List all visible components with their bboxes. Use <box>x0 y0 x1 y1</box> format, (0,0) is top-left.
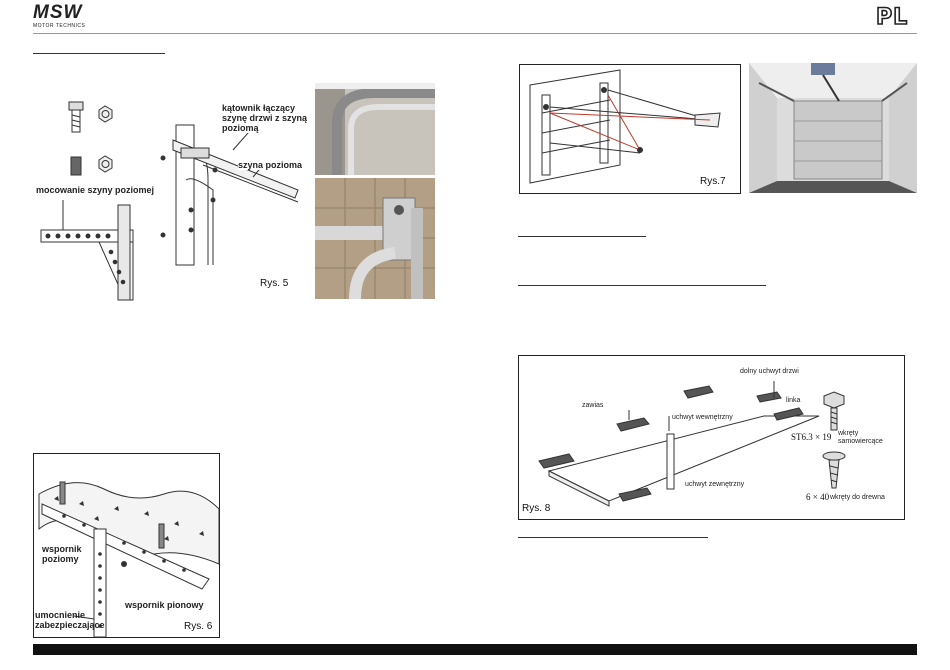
language-badge: PL <box>875 4 909 31</box>
photo-rail-corner-drawing <box>315 83 435 175</box>
label-screw2: wkręty do drewna <box>830 494 885 501</box>
section-heading-underline-4 <box>518 537 708 538</box>
logo-subtext: MOTOR TECHNICS <box>33 23 86 29</box>
label-cable: linka <box>786 397 801 404</box>
label-screw2-size: 6 × 40 <box>806 492 830 502</box>
rys7-drawing <box>529 69 721 184</box>
photo-rail-bracket-drawing <box>315 178 435 300</box>
caption-rys5: Rys. 5 <box>260 278 289 289</box>
figure-rys7 <box>519 64 741 194</box>
label-bottom-handle: dolny uchwyt drzwi <box>740 368 799 375</box>
rys5-drawing <box>40 101 299 301</box>
label-horizontal-support: wspornik poziomy <box>42 544 82 564</box>
label-rail-mount: mocowanie szyny poziomej <box>36 185 155 195</box>
footer-bar <box>33 644 917 655</box>
figure-rys8 <box>518 355 905 520</box>
logo-text: MSW <box>33 2 83 23</box>
photo-rail-bracket <box>315 178 435 300</box>
label-connector: kątownik łączący szynę drzwi z szyną poz… <box>222 103 314 133</box>
label-screw1: wkręty samowiercące <box>838 430 883 445</box>
label-vertical-support: wspornik pionowy <box>125 600 204 610</box>
label-horizontal-support-text: wspornik poziomy <box>42 544 82 564</box>
section-heading-underline <box>33 53 165 54</box>
label-horizontal-rail: szyna pozioma <box>238 160 303 170</box>
header-divider <box>33 33 917 34</box>
photo-garage-door-drawing <box>749 63 917 193</box>
rys8-drawing <box>538 381 846 507</box>
section-heading-underline-3 <box>518 285 766 286</box>
figure-rys5 <box>33 80 308 301</box>
caption-rys8: Rys. 8 <box>522 503 551 514</box>
label-outer-handle: uchwyt zewnętrzny <box>685 481 745 488</box>
caption-rys6: Rys. 6 <box>184 621 213 632</box>
caption-rys7: Rys.7 <box>700 176 726 187</box>
photo-rail-corner <box>315 83 435 175</box>
brand-logo: MSW MOTOR TECHNICS <box>33 2 103 30</box>
photo-garage-door <box>749 63 917 193</box>
section-heading-underline-2 <box>518 236 646 237</box>
label-connector-text: kątownik łączący szynę drzwi z szyną poz… <box>222 103 308 133</box>
rys6-drawing <box>38 481 220 638</box>
label-reinforcement: umocnienie zabezpieczające <box>35 610 105 630</box>
label-screw1-size: ST6.3 × 19 <box>791 432 832 442</box>
label-hinge: zawias <box>582 402 604 409</box>
label-reinforcement-text: umocnienie zabezpieczające <box>35 610 105 630</box>
label-inner-handle: uchwyt wewnętrzny <box>672 414 733 421</box>
